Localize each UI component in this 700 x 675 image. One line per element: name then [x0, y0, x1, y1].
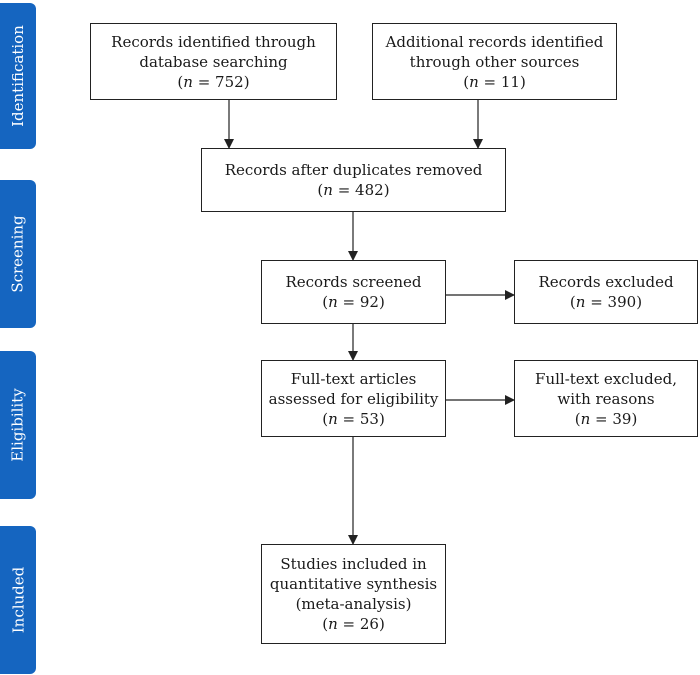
fulltext-excluded-n-value: = 39: [590, 409, 632, 428]
phase-included: Included: [0, 526, 36, 674]
phase-identification: Identification: [0, 3, 36, 149]
other-line1: Additional records identified: [385, 32, 604, 51]
duplicates-line1: Records after duplicates removed: [224, 161, 483, 179]
box-records-excluded: Records excluded (n = 390): [514, 260, 698, 324]
database-count: (n = 752): [177, 72, 250, 91]
screened-line1: Records screened: [285, 273, 422, 291]
phase-eligibility: Eligibility: [0, 351, 36, 499]
box-records-screened: Records screened (n = 92): [261, 260, 446, 324]
database-line1: Records identified through: [111, 32, 316, 51]
excluded-n-label: n: [575, 293, 586, 311]
fulltext-line2: assessed for eligibility: [268, 389, 439, 408]
box-database-records: Records identified through database sear…: [90, 23, 337, 100]
database-n-label: n: [183, 72, 193, 91]
fulltext-excluded-line1: Full-text excluded,: [535, 369, 677, 388]
fulltext-n-label: n: [328, 409, 338, 428]
fulltext-excluded-n-label: n: [580, 409, 591, 428]
screened-count: (n = 92): [322, 293, 385, 311]
duplicates-n-value: = 482: [332, 181, 384, 199]
fulltext-line1: Full-text articles: [290, 369, 417, 388]
box-duplicates-removed: Records after duplicates removed (n = 48…: [201, 148, 506, 212]
fulltext-excluded-count: (n = 39): [574, 409, 638, 428]
included-line1: Studies included in: [280, 555, 427, 573]
duplicates-count: (n = 482): [317, 181, 390, 199]
included-line2: quantitative synthesis: [269, 575, 438, 593]
fulltext-count: (n = 53): [322, 409, 385, 428]
fulltext-excluded-line2: with reasons: [557, 389, 655, 408]
excluded-count: (n = 390): [569, 293, 643, 311]
excluded-line1: Records excluded: [538, 273, 674, 291]
excluded-n-value: = 390: [585, 293, 637, 311]
box-other-sources: Additional records identified through ot…: [372, 23, 617, 100]
other-n-label: n: [469, 72, 479, 91]
box-fulltext-excluded: Full-text excluded, with reasons (n = 39…: [514, 360, 698, 437]
phase-screening: Screening: [0, 180, 36, 328]
included-line3: (meta-analysis): [295, 595, 412, 613]
box-fulltext-assessed: Full-text articles assessed for eligibil…: [261, 360, 446, 437]
fulltext-n-value: = 53: [337, 409, 379, 428]
database-line2: database searching: [139, 52, 288, 71]
included-count: (n = 26): [322, 615, 385, 633]
included-n-value: = 26: [337, 615, 379, 633]
database-n-value: = 752: [192, 72, 244, 91]
other-line2: through other sources: [409, 52, 580, 71]
box-studies-included: Studies included in quantitative synthes…: [261, 544, 446, 644]
screened-n-label: n: [328, 293, 338, 311]
other-n-value: = 11: [478, 72, 520, 91]
other-count: (n = 11): [463, 72, 526, 91]
duplicates-n-label: n: [323, 181, 333, 199]
screened-n-value: = 92: [337, 293, 379, 311]
included-n-label: n: [328, 615, 338, 633]
